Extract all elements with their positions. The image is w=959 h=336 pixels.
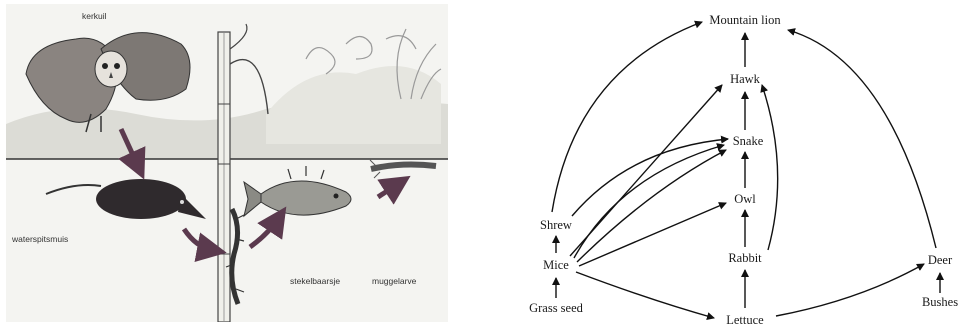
node-rabbit: Rabbit bbox=[728, 251, 762, 265]
node-shrew: Shrew bbox=[540, 218, 572, 232]
food-web-edges bbox=[552, 22, 940, 318]
node-mountain-lion: Mountain lion bbox=[709, 13, 781, 27]
edge-mice-to-snake-2 bbox=[577, 150, 726, 262]
node-grass-seed: Grass seed bbox=[529, 301, 584, 315]
edge-grass-seed-to-lettuce bbox=[576, 272, 714, 318]
node-lettuce: Lettuce bbox=[726, 313, 764, 327]
edge-mice-to-owl bbox=[579, 203, 726, 266]
node-bushes: Bushes bbox=[922, 295, 958, 309]
node-hawk: Hawk bbox=[730, 72, 761, 86]
node-owl: Owl bbox=[734, 192, 756, 206]
edge-mice-to-snake-1 bbox=[574, 145, 724, 258]
node-deer: Deer bbox=[928, 253, 953, 267]
edge-lettuce-to-deer bbox=[776, 264, 924, 316]
node-mice: Mice bbox=[543, 258, 569, 272]
edge-deer-to-mountain-lion bbox=[788, 30, 936, 248]
edge-rabbit-to-hawk bbox=[762, 85, 778, 250]
edge-shrew-to-mountain-lion bbox=[552, 22, 702, 212]
node-snake: Snake bbox=[733, 134, 764, 148]
